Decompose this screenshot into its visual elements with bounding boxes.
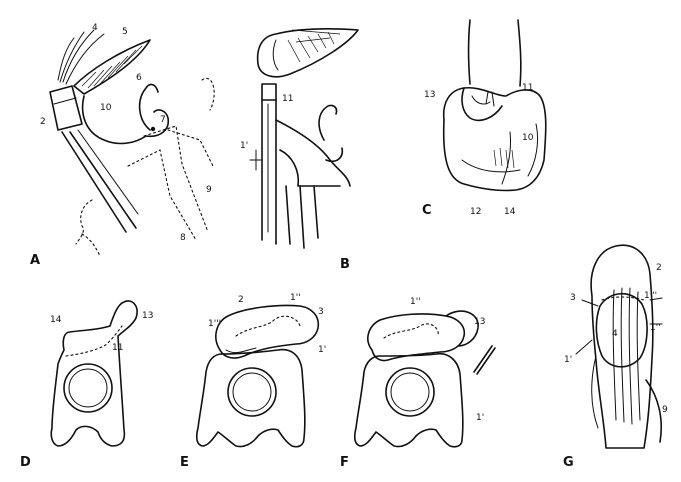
label-c-10: 10 xyxy=(522,133,534,143)
label-c-13: 13 xyxy=(424,90,435,100)
panel-label-c: C xyxy=(422,203,432,218)
panel-label-f: F xyxy=(340,455,349,470)
label-d-14: 14 xyxy=(50,315,62,325)
label-e-1tprime: 1''' xyxy=(208,319,221,329)
panel-f-drawing xyxy=(355,311,495,447)
label-a-4: 4 xyxy=(92,23,98,33)
label-a-7: 7 xyxy=(160,115,166,125)
label-d-11: 11 xyxy=(112,343,123,353)
label-a-2: 2 xyxy=(40,117,46,127)
label-f-13: 13 xyxy=(474,317,485,327)
panel-label-b: B xyxy=(340,257,350,272)
label-f-1dprime: 1'' xyxy=(410,297,421,307)
panel-label-d: D xyxy=(20,455,31,470)
label-g-1prime: 1' xyxy=(564,355,572,365)
panel-g-drawing xyxy=(576,245,662,448)
panel-labels: A B C D E F G xyxy=(20,203,574,470)
label-b-11: 11 xyxy=(282,94,293,104)
panel-c-drawing xyxy=(444,20,546,191)
label-b-1prime: 1' xyxy=(240,141,248,151)
label-c-11: 11 xyxy=(522,83,533,93)
label-a-8: 8 xyxy=(180,233,186,243)
label-c-12: 12 xyxy=(470,207,481,217)
label-g-1dprime: 1'' xyxy=(650,323,661,333)
label-g-4: 4 xyxy=(612,329,618,339)
panel-a-drawing xyxy=(50,30,214,256)
label-g-2: 2 xyxy=(656,263,662,273)
label-a-9: 9 xyxy=(206,185,212,195)
label-e-1prime: 1' xyxy=(318,345,326,355)
label-e-1dprime: 1'' xyxy=(290,293,301,303)
panel-b-drawing xyxy=(250,29,358,248)
label-a-10: 10 xyxy=(100,103,112,113)
part-numbers: 2 4 5 6 7 8 9 10 11 1' 13 11 10 12 14 14… xyxy=(40,23,668,423)
label-g-9: 9 xyxy=(662,405,668,415)
panel-label-g: G xyxy=(563,455,574,470)
label-a-6: 6 xyxy=(136,73,142,83)
label-f-1prime: 1' xyxy=(476,413,484,423)
panel-label-e: E xyxy=(180,455,189,470)
label-e-3: 3 xyxy=(318,307,324,317)
label-g-1tprime: 1''' xyxy=(644,291,657,301)
label-e-2: 2 xyxy=(238,295,244,305)
label-c-14: 14 xyxy=(504,207,516,217)
panel-label-a: A xyxy=(30,253,40,268)
panel-d-drawing xyxy=(51,301,137,446)
label-d-13: 13 xyxy=(142,311,153,321)
label-a-5: 5 xyxy=(122,27,128,37)
label-g-3: 3 xyxy=(570,293,576,303)
